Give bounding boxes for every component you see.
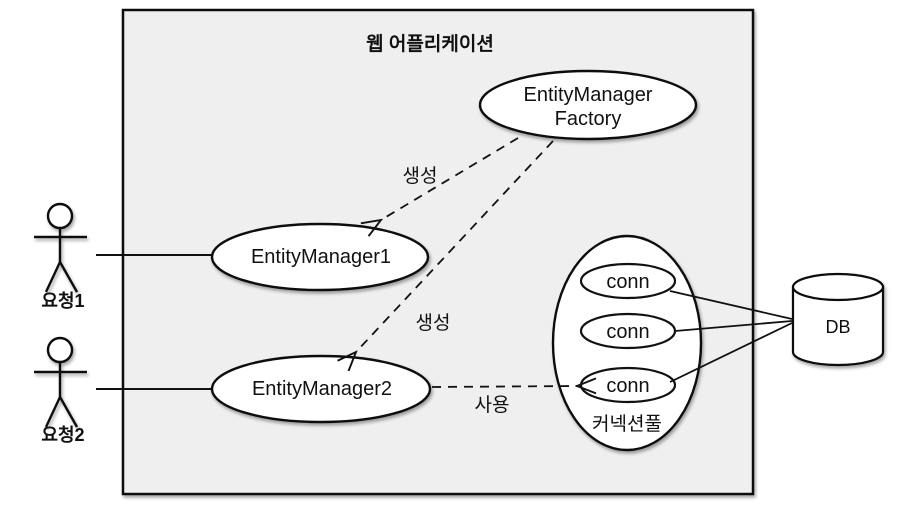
dependency-factory-em1 xyxy=(381,137,519,220)
pool-label: 커넥션풀 xyxy=(592,413,662,435)
conn-1-label: conn xyxy=(606,271,649,293)
create1-edge-label: 생성 xyxy=(403,165,438,187)
create2-edge-label: 생성 xyxy=(416,312,451,334)
factory-label-line2: Factory xyxy=(555,108,622,130)
em1-label: EntityManager1 xyxy=(251,246,391,268)
node-conn-1 xyxy=(579,262,677,300)
node-entitymanager-factory xyxy=(478,69,698,141)
actor-right-leg-icon xyxy=(58,396,79,428)
link-conn1-db xyxy=(669,290,793,320)
conn-2-label: conn xyxy=(606,321,649,343)
actor-2-label: 요청2 xyxy=(41,425,84,445)
node-entitymanager2 xyxy=(210,354,432,424)
dependency-factory-em2 xyxy=(356,140,554,352)
link-conn3-db xyxy=(669,322,793,383)
actor-head-icon xyxy=(46,202,74,230)
db-label: DB xyxy=(825,317,850,337)
dependency-em2-conn xyxy=(431,386,577,387)
actor-left-leg-icon xyxy=(44,396,62,428)
db-cylinder-top xyxy=(791,272,885,302)
db-cylinder: DB xyxy=(791,272,885,367)
boundary-title: 웹 어플리케이션 xyxy=(366,33,494,55)
em2-label: EntityManager2 xyxy=(252,378,392,400)
actor-1-label: 요청1 xyxy=(41,291,84,311)
conn-3-label: conn xyxy=(606,375,649,397)
actor-requester-1 xyxy=(34,202,87,293)
actor-left-leg-icon xyxy=(44,261,62,293)
link-conn2-db xyxy=(674,320,793,332)
actor-right-leg-icon xyxy=(58,261,79,293)
factory-label-line1: EntityManager xyxy=(524,84,653,106)
node-entitymanager1 xyxy=(210,222,430,292)
actor-head-icon xyxy=(46,336,74,364)
db-cylinder-body xyxy=(791,285,885,367)
actor-requester-2 xyxy=(34,336,87,428)
use-edge-label: 사용 xyxy=(475,394,510,416)
